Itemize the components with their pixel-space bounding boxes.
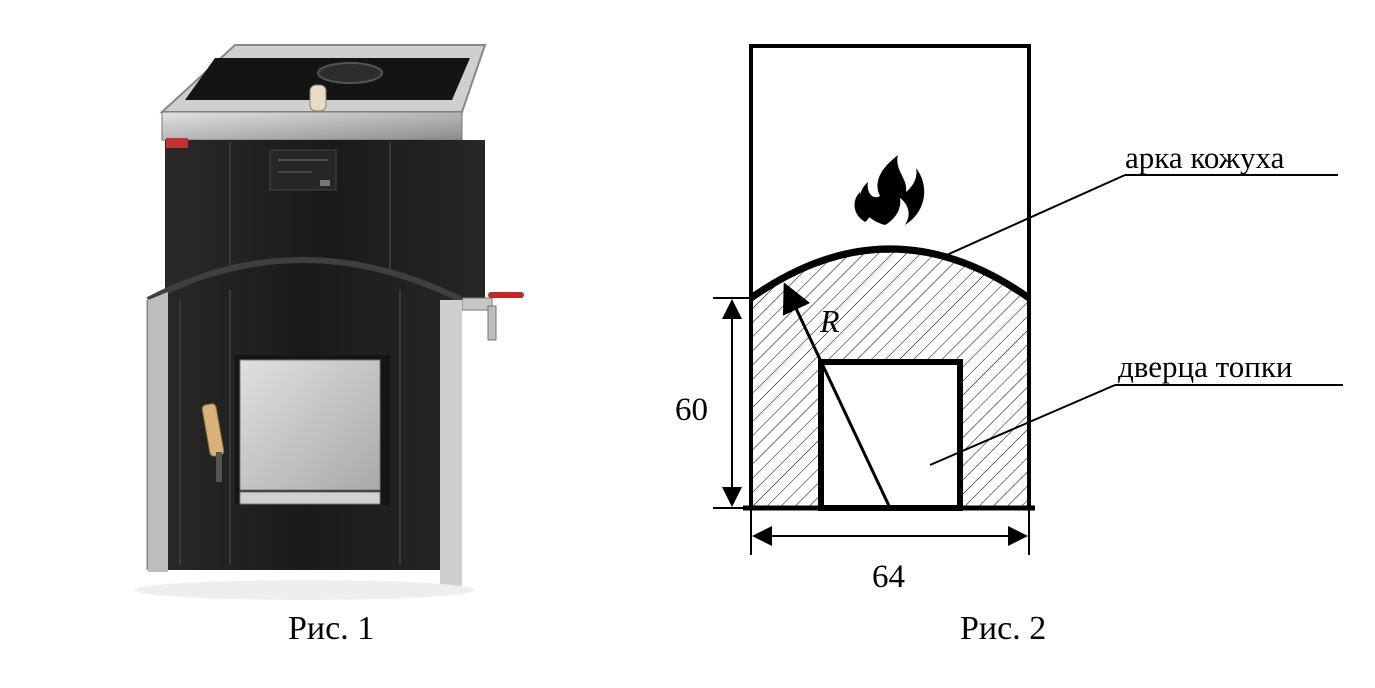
arch-leader-line [939,174,1126,259]
height-dimension [713,297,751,509]
firebox-door-rect [818,359,963,511]
figure-2-caption: Рис. 2 [960,610,1047,647]
width-label: 64 [872,559,905,595]
width-dimension [750,510,1030,555]
stove-top-tank [159,44,487,113]
radius-arrow [782,282,892,509]
firebox-door [201,355,390,505]
figure-1-caption: Рис. 1 [288,610,375,647]
water-tap [461,292,524,341]
arch-label: арка кожуха [1125,140,1285,175]
radius-label: R [819,303,840,339]
door-label: дверца топки [1118,349,1292,384]
casing-arch [748,245,1032,301]
flame-icon [854,155,925,225]
height-label: 60 [675,392,708,428]
stove-shadow [135,580,475,600]
door-leader-line [929,384,1116,466]
